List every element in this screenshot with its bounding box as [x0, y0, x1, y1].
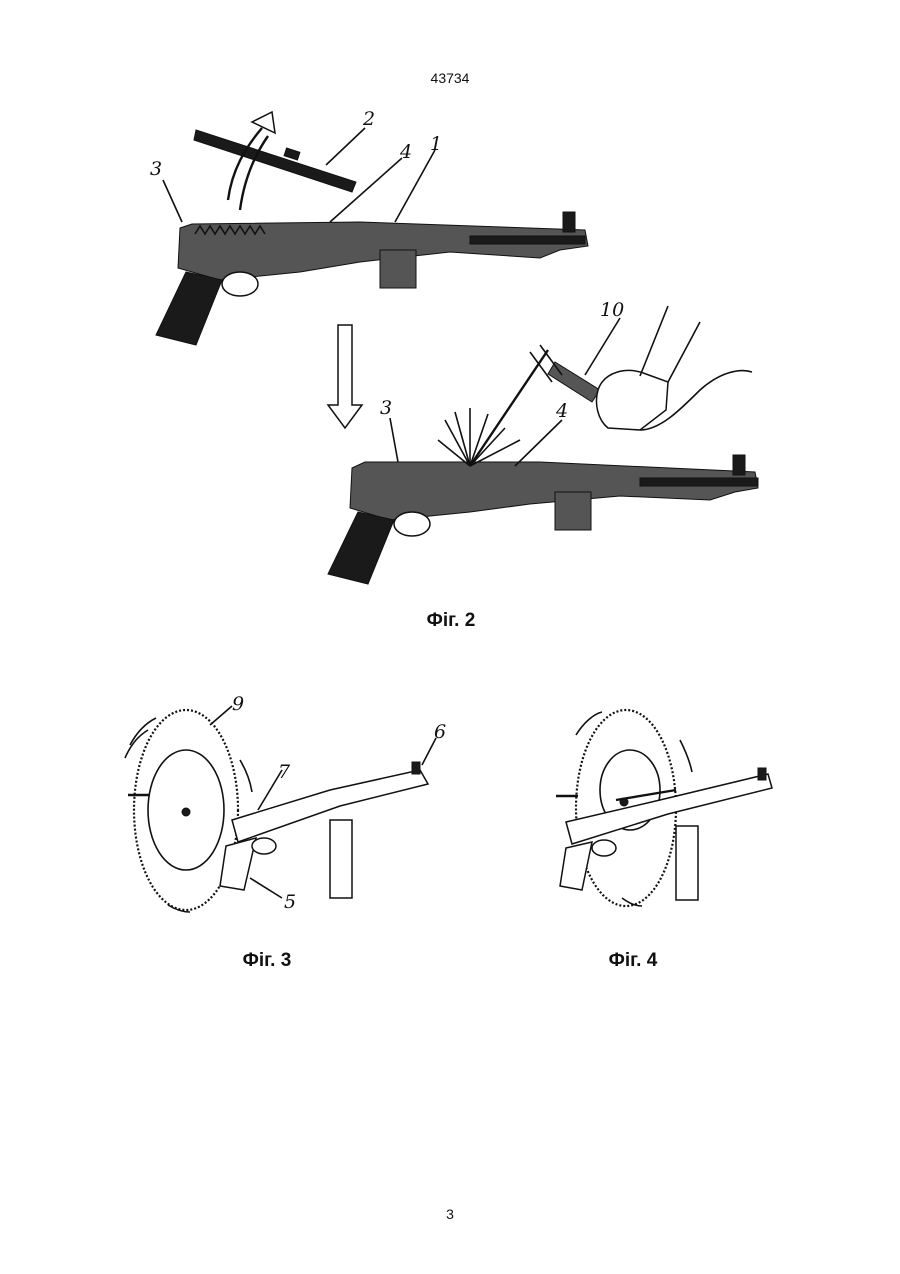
welding-sparks: [438, 408, 520, 466]
callout-9: 9: [232, 693, 244, 715]
callout-1: 1: [430, 133, 442, 155]
fig3-illustration: 9 7 6 5: [125, 693, 446, 913]
magazine: [330, 820, 352, 898]
trigger-guard: [592, 840, 616, 856]
gun-body: [566, 774, 772, 844]
welder-hand: [596, 371, 668, 430]
fig2-lower-gun-illustration: 10 4 3: [328, 299, 758, 584]
trigger-guard: [252, 838, 276, 854]
pistol-grip: [328, 512, 394, 584]
trigger-guard: [394, 512, 430, 536]
welding-electrode: [470, 350, 548, 466]
fig2-upper-gun-illustration: 2 4 1 3: [150, 108, 588, 345]
figure-2-caption: Фіг. 2: [391, 610, 511, 632]
magazine-well: [380, 250, 416, 288]
sleeve-outline: [640, 306, 668, 376]
callout-2: 2: [362, 108, 375, 130]
front-sight: [733, 455, 745, 475]
trigger-guard: [222, 272, 258, 296]
callout-5: 5: [284, 891, 296, 913]
callout-7: 7: [278, 761, 291, 783]
callout-6: 6: [434, 721, 446, 743]
pistol-grip: [156, 272, 222, 345]
magazine: [676, 826, 698, 900]
detached-bar-part: [194, 130, 356, 192]
fig4-illustration: [556, 710, 772, 906]
figure-4-caption: Фіг. 4: [573, 950, 693, 972]
magazine-well: [555, 492, 591, 530]
pistol-grip: [560, 842, 592, 890]
pistol-grip: [220, 838, 256, 890]
electrode-holder: [548, 362, 600, 402]
page-number: 3: [0, 1206, 900, 1222]
front-sight: [563, 212, 575, 232]
transition-arrow: [328, 325, 362, 428]
callout-4-lower: 4: [555, 400, 568, 422]
callout-3-lower: 3: [380, 397, 392, 419]
figure-3-caption: Фіг. 3: [207, 950, 327, 972]
saw-hub: [182, 808, 190, 816]
callout-10: 10: [600, 299, 624, 321]
callout-3: 3: [150, 158, 162, 180]
callout-4: 4: [399, 141, 412, 163]
